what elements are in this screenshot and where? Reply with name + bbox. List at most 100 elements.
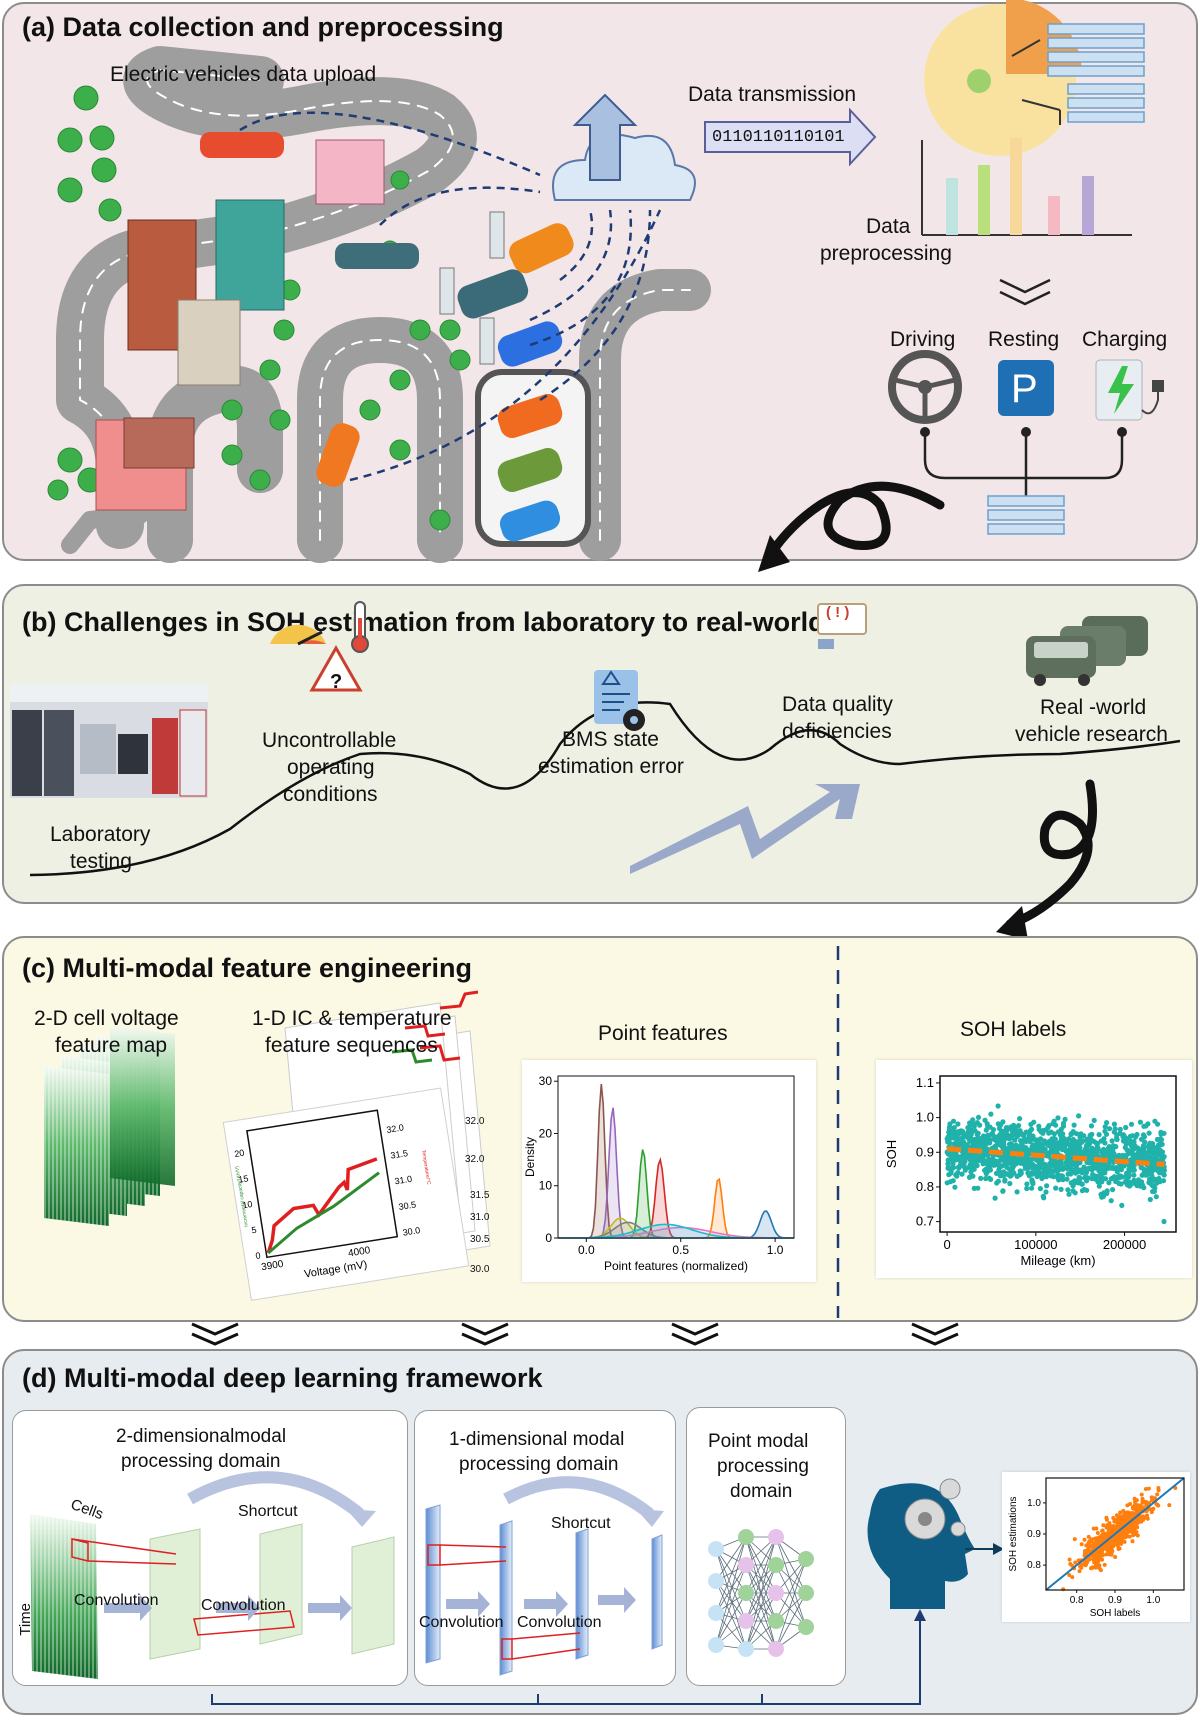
est-xtick-label: 0.9	[1108, 1595, 1122, 1606]
soh-point	[1070, 1142, 1076, 1148]
soh-point	[1002, 1177, 1008, 1183]
soh-point	[1057, 1132, 1064, 1138]
soh-point	[1037, 1186, 1043, 1192]
nn-edge	[775, 1558, 807, 1622]
nn-node	[768, 1585, 784, 1601]
soh-point	[1151, 1188, 1157, 1194]
soh-point	[959, 1171, 965, 1177]
soh-point	[988, 1111, 994, 1117]
soh-point	[998, 1122, 1004, 1128]
soh-point	[1161, 1218, 1167, 1225]
soh-point	[1043, 1127, 1049, 1133]
soh-point	[955, 1170, 961, 1176]
warning-icon	[309, 644, 363, 692]
est-point	[1073, 1560, 1078, 1565]
nn-node	[708, 1605, 724, 1621]
soh-xlabel: Mileage (km)	[1020, 1253, 1095, 1268]
soh-point	[986, 1133, 992, 1139]
est-point	[1061, 1587, 1066, 1592]
soh-point	[1043, 1168, 1049, 1174]
data-table-icons	[1047, 23, 1145, 123]
nn-node	[768, 1641, 784, 1657]
progress-arrow-icon	[630, 784, 860, 874]
ic-rtick-2: 31.0	[394, 1174, 413, 1187]
soh-point	[1065, 1187, 1071, 1193]
soh-point	[1110, 1164, 1116, 1171]
soh-point	[995, 1103, 1001, 1109]
est-point	[1139, 1492, 1144, 1497]
est-point	[1105, 1523, 1110, 1528]
soh-point	[1090, 1161, 1096, 1167]
ic-ytick-0: 0	[255, 1250, 262, 1261]
soh-point	[1108, 1144, 1114, 1150]
soh-point	[1102, 1124, 1108, 1130]
est-point	[1149, 1495, 1154, 1500]
soh-point	[1084, 1142, 1090, 1148]
soh-point	[1076, 1113, 1082, 1119]
est-point	[1100, 1537, 1105, 1542]
soh-point	[1025, 1163, 1031, 1169]
soh-point	[1136, 1150, 1142, 1156]
soh-point	[1053, 1185, 1059, 1191]
pm-label-2: processing	[717, 1456, 809, 1477]
soh-point	[1034, 1165, 1040, 1171]
ic-ytick-3: 15	[238, 1173, 249, 1184]
soh-point	[963, 1132, 969, 1138]
nn-edge	[715, 1580, 747, 1650]
soh-point	[1004, 1152, 1010, 1158]
panel-a-title: (a) Data collection and preprocessing	[22, 12, 504, 42]
est-point	[1095, 1542, 1100, 1547]
est-point	[1125, 1503, 1130, 1508]
density-xtick-label: 0.5	[672, 1243, 689, 1257]
soh-point	[1060, 1177, 1066, 1183]
d2-label-2: processing domain	[121, 1451, 281, 1472]
soh-point	[957, 1162, 964, 1168]
laboratory-photo	[10, 684, 208, 798]
convolution-label-2: Convolution	[201, 1597, 286, 1614]
ic-rtick-3: 31.5	[390, 1148, 409, 1161]
soh-point	[1074, 1131, 1080, 1137]
soh-point	[1090, 1171, 1096, 1178]
ic-xtick-1: 4000	[347, 1245, 371, 1259]
est-point	[1155, 1492, 1160, 1497]
soh-point	[1006, 1156, 1012, 1162]
soh-ytick-label: 0.8	[916, 1179, 934, 1194]
cloud-icon	[552, 93, 696, 201]
nn-edge	[775, 1564, 807, 1628]
ic-back-tick-3: 31.0	[470, 1212, 490, 1223]
ic-rtick-1: 30.5	[398, 1199, 417, 1212]
est-point	[1096, 1539, 1101, 1544]
soh-point	[1051, 1135, 1057, 1142]
est-ytick-label: 0.9	[1027, 1529, 1041, 1540]
soh-point	[981, 1133, 987, 1139]
soh-point	[1160, 1155, 1166, 1161]
ic-back-tick-5: 30.0	[470, 1264, 490, 1275]
d1-label-2: processing domain	[459, 1454, 619, 1475]
soh-trend-line	[946, 1146, 1165, 1167]
soh-point	[1057, 1158, 1063, 1164]
soh-point	[1068, 1169, 1074, 1175]
soh-point	[974, 1120, 980, 1126]
est-point	[1111, 1544, 1116, 1549]
mode-resting-label: Resting	[988, 328, 1060, 351]
charging-stations	[439, 211, 505, 365]
est-point	[1126, 1516, 1131, 1521]
neural-network-icon	[708, 1529, 814, 1657]
soh-point	[962, 1167, 968, 1173]
soh-point	[1100, 1193, 1107, 1199]
soh-point	[1008, 1172, 1014, 1178]
soh-point	[1038, 1144, 1044, 1150]
est-point	[1082, 1537, 1087, 1542]
shortcut-label-1d: Shortcut	[551, 1515, 611, 1532]
upload-arrows	[239, 111, 662, 482]
forward-arrow-icon	[104, 1595, 352, 1621]
seq-label-2: feature sequences	[265, 1034, 438, 1057]
soh-point	[1138, 1181, 1144, 1187]
ic-back-tick-4: 30.5	[470, 1234, 490, 1245]
est-point	[1107, 1544, 1111, 1549]
ic-rtick-0: 30.0	[402, 1225, 421, 1238]
nn-node	[738, 1529, 754, 1545]
soh-point	[994, 1180, 1000, 1186]
soh-point	[1099, 1148, 1105, 1154]
